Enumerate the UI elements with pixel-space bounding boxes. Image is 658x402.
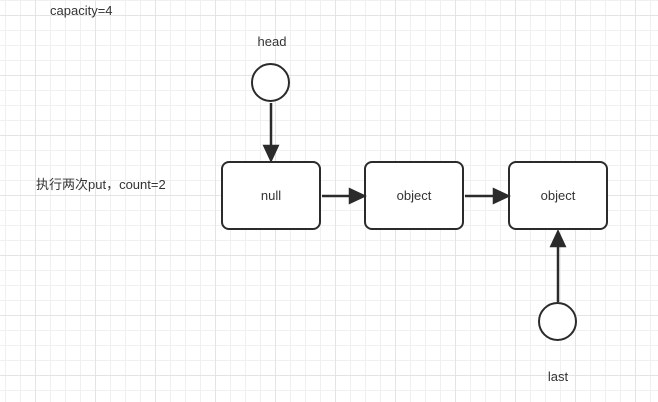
step-label: 执行两次put，count=2 <box>36 177 166 192</box>
node-object-2-label: object <box>540 188 576 203</box>
head-pointer-circle <box>251 63 290 102</box>
arrow-null-to-object-1 <box>322 187 367 205</box>
last-pointer-circle <box>538 302 577 341</box>
node-object-2: object <box>508 161 608 230</box>
capacity-label: capacity=4 <box>50 3 113 18</box>
last-pointer-label: last <box>547 369 569 384</box>
node-object-1-label: object <box>396 188 432 203</box>
arrow-object-1-to-object-2 <box>465 187 511 205</box>
head-pointer-label: head <box>257 34 287 49</box>
arrow-last-to-object-2 <box>549 229 567 302</box>
node-null-label: null <box>260 188 282 203</box>
node-null: null <box>221 161 321 230</box>
arrow-head-to-null <box>262 103 280 163</box>
node-object-1: object <box>364 161 464 230</box>
